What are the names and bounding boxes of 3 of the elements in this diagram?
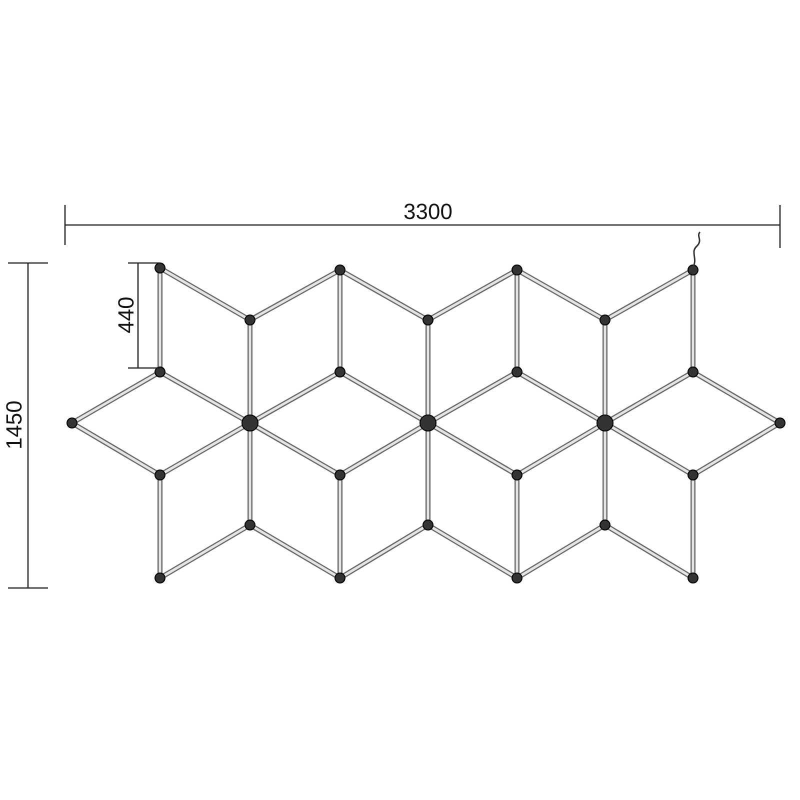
dimension-label: 3300 (404, 201, 452, 223)
dimension-label: 440 (114, 296, 137, 334)
dimension-label: 1450 (2, 400, 25, 450)
